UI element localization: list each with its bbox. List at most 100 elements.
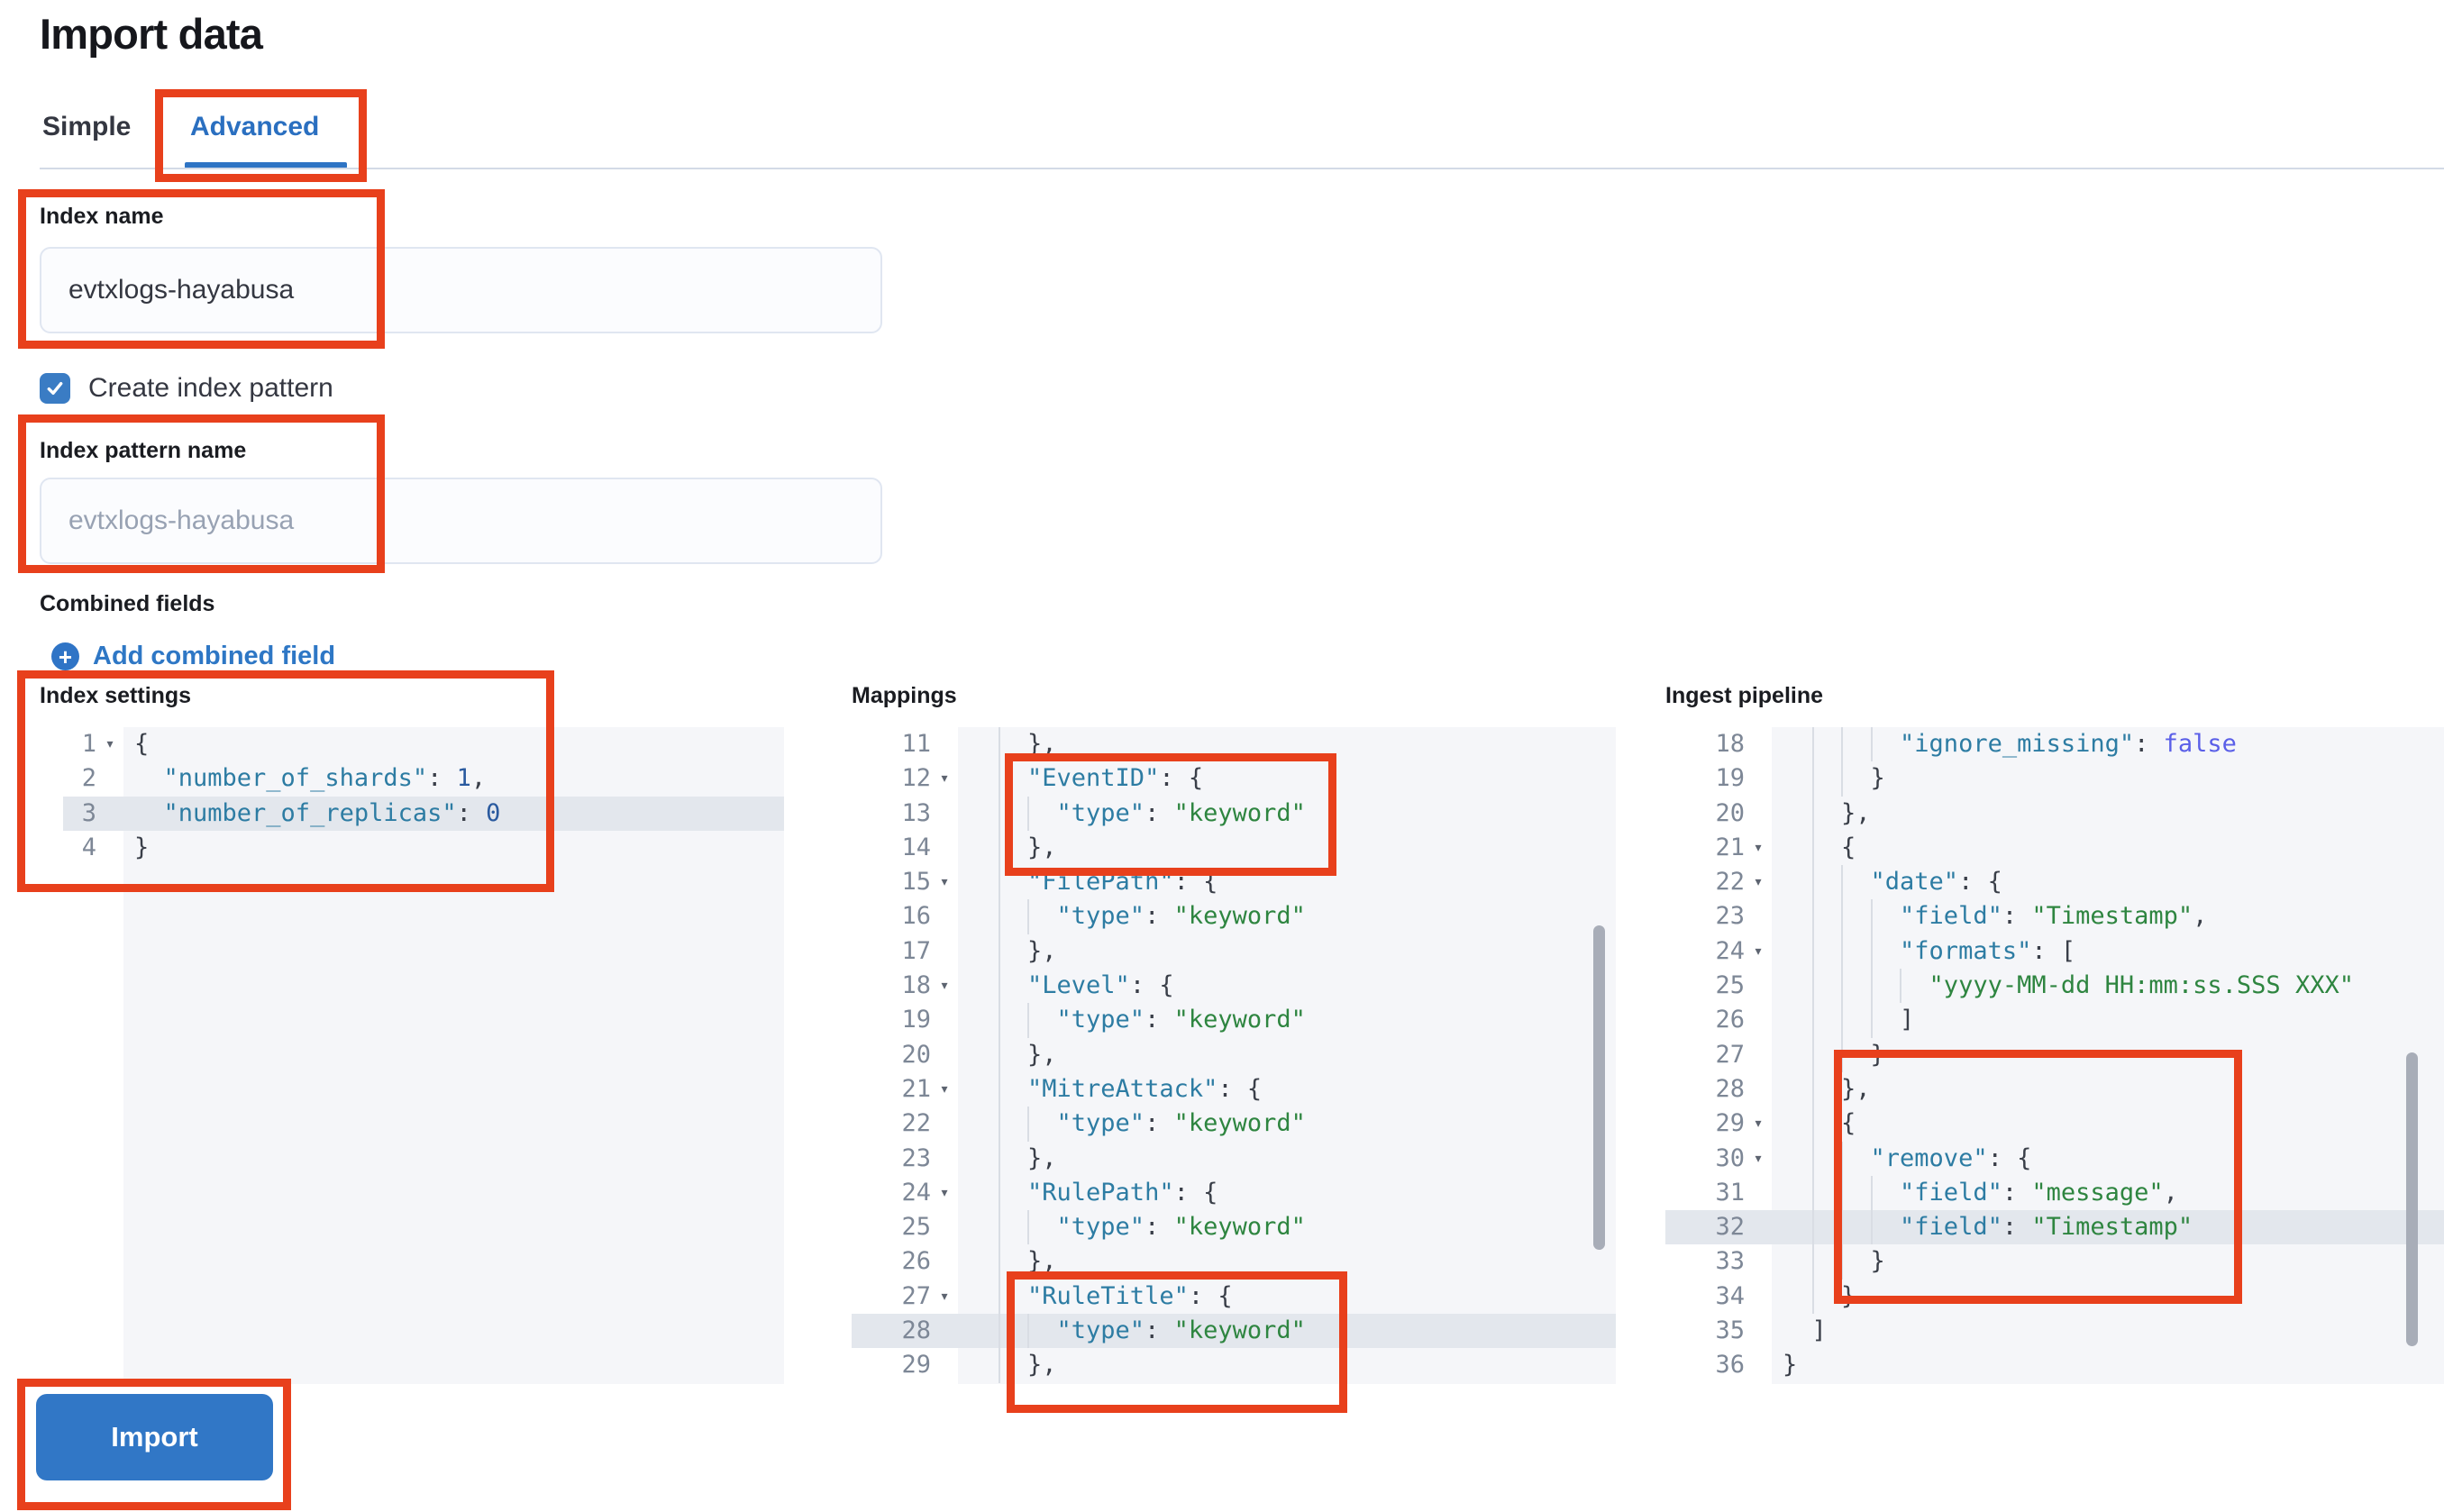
indent-guide (1841, 727, 1844, 762)
fold-arrow-icon[interactable]: ▾ (1753, 837, 1764, 857)
fold-arrow-icon[interactable]: ▾ (939, 769, 950, 788)
line-number: 17 (901, 936, 931, 965)
vertical-scrollbar[interactable] (1593, 925, 1605, 1250)
line-number: 22 (1715, 868, 1745, 897)
code-line: 24▾ "formats": [ (1665, 934, 2444, 970)
code-text: } (1772, 761, 2444, 797)
code-text: "FilePath": { (958, 865, 1616, 900)
line-number: 13 (901, 798, 931, 827)
line-number: 18 (901, 971, 931, 1000)
code-line: 15▾ "FilePath": { (852, 865, 1616, 900)
indent-guide (1841, 761, 1844, 797)
code-text: "yyyy-MM-dd HH:mm:ss.SSS XXX" (1772, 969, 2444, 1004)
fold-arrow-icon[interactable]: ▾ (939, 1079, 950, 1098)
code-text: }, (958, 1348, 1616, 1383)
indent-guide (1811, 969, 1814, 1004)
code-line: 2 "number_of_shards": 1, (63, 761, 784, 796)
code-text: } (1772, 1244, 2444, 1280)
fold-arrow-icon[interactable]: ▾ (1753, 941, 1764, 961)
index-pattern-name-input[interactable] (40, 478, 882, 564)
fold-arrow-icon[interactable]: ▾ (1753, 1114, 1764, 1134)
indent-guide (1870, 727, 1873, 762)
line-number: 28 (1715, 1074, 1745, 1103)
indent-guide (998, 1107, 1000, 1142)
line-number: 1 (81, 730, 96, 758)
code-line: 29 }, (852, 1348, 1616, 1383)
code-line: 18 ▾ "Level": { (852, 969, 1616, 1004)
indent-guide (1841, 865, 1844, 900)
code-text: } (134, 833, 150, 861)
indent-guide (998, 1141, 1000, 1176)
indent-guide (998, 1003, 1000, 1038)
code-text: "Level": { (958, 969, 1616, 1004)
checkbox-checked-icon (40, 373, 70, 404)
line-number: 23 (1715, 902, 1745, 931)
index-name-input[interactable] (40, 247, 882, 333)
indent-guide (1811, 865, 1814, 900)
tab-advanced[interactable]: Advanced (190, 112, 320, 141)
code-text: ] (1772, 1003, 2444, 1038)
line-number: 19 (1715, 764, 1745, 793)
editor-gutter (852, 727, 958, 1384)
code-text: } (1772, 1279, 2444, 1315)
indent-guide (1841, 969, 1844, 1004)
code-text: "EventID": { (958, 761, 1616, 797)
line-number: 11 (901, 730, 931, 758)
line-number: 24 (1715, 936, 1745, 965)
fold-arrow-icon[interactable]: ▾ (939, 1286, 950, 1306)
import-button[interactable]: Import (36, 1394, 273, 1480)
code-line: 19 "type": "keyword" (852, 1003, 1616, 1038)
indent-guide (998, 934, 1000, 970)
line-number: 27 (1715, 1040, 1745, 1069)
fold-arrow-icon[interactable]: ▾ (939, 1182, 950, 1202)
line-number: 28 (901, 1316, 931, 1345)
line-number: 34 (1715, 1281, 1745, 1310)
line-number: 33 (1715, 1247, 1745, 1276)
code-text: "field": "message", (1772, 1175, 2444, 1211)
add-combined-field-link[interactable]: + Add combined field (51, 642, 335, 671)
code-text: }, (1772, 1071, 2444, 1107)
code-line: 22▾ "date": { (1665, 865, 2444, 900)
fold-arrow-icon[interactable]: ▾ (1753, 1148, 1764, 1168)
indent-guide (998, 899, 1000, 934)
code-line: 28 }, (1665, 1071, 2444, 1107)
code-line: 33 } (1665, 1244, 2444, 1280)
code-text: "type": "keyword" (958, 1107, 1616, 1142)
create-index-pattern-checkbox[interactable]: Create index pattern (40, 373, 333, 404)
index-settings-label: Index settings (40, 683, 192, 708)
indent-guide (1870, 934, 1873, 970)
code-line: 25 "type": "keyword" (852, 1210, 1616, 1245)
indent-guide (1027, 1003, 1030, 1038)
indent-guide (1811, 727, 1814, 762)
add-combined-field-label: Add combined field (93, 642, 336, 670)
fold-arrow-icon[interactable]: ▾ (939, 872, 950, 892)
vertical-scrollbar[interactable] (2406, 1052, 2418, 1346)
line-number: 35 (1715, 1316, 1745, 1345)
indent-guide (1811, 1279, 1814, 1315)
checkmark-icon (47, 381, 63, 396)
fold-arrow-icon[interactable]: ▾ (105, 734, 115, 753)
indent-guide (1027, 796, 1030, 831)
code-line: 25 "yyyy-MM-dd HH:mm:ss.SSS XXX" (1665, 969, 2444, 1004)
code-line: 23 "field": "Timestamp", (1665, 899, 2444, 934)
indent-guide (998, 796, 1000, 831)
indent-guide (998, 1244, 1000, 1280)
code-line: 34 } (1665, 1279, 2444, 1315)
indent-guide (1811, 1244, 1814, 1280)
line-number: 4 (81, 833, 96, 861)
mappings-editor[interactable]: 11 },12▾ "EventID": {13 "type": "keyword… (852, 727, 1616, 1384)
line-number: 29 (901, 1351, 931, 1380)
tab-simple[interactable]: Simple (42, 112, 132, 141)
indent-guide (1870, 969, 1873, 1004)
code-text: "number_of_shards": 1, (134, 764, 487, 793)
code-line: 27▾ "RuleTitle": { (852, 1279, 1616, 1315)
code-text: }, (958, 1141, 1616, 1176)
fold-arrow-icon[interactable]: ▾ (1753, 872, 1764, 892)
fold-arrow-icon[interactable]: ▾ (939, 976, 950, 996)
code-line: 20 }, (852, 1037, 1616, 1072)
index-settings-editor[interactable]: 1▾{2 "number_of_shards": 1,3 "number_of_… (63, 727, 784, 1384)
code-line: 31 "field": "message", (1665, 1175, 2444, 1211)
indent-guide (998, 1314, 1000, 1349)
line-number: 25 (901, 1213, 931, 1242)
